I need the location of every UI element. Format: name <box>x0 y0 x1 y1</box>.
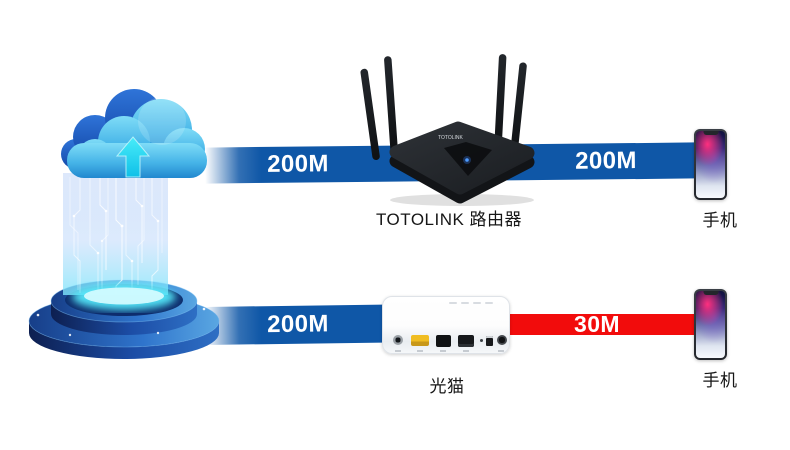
router-label: TOTOLINK 路由器 <box>375 210 523 229</box>
bottom-downlink-speed: 30M <box>574 311 620 337</box>
top-downlink-speed: 200M <box>575 147 637 175</box>
smartphone-top-icon <box>694 129 727 200</box>
modem-power-jack <box>497 335 507 345</box>
smartphone-screen <box>696 291 725 358</box>
phone-notch <box>703 131 718 135</box>
modem-vent <box>449 302 457 304</box>
modem-vent <box>473 302 481 304</box>
router-logo: TOTOLINK <box>438 135 463 141</box>
smartphone-screen <box>696 131 725 198</box>
port-label-mark <box>498 350 504 352</box>
bottom-uplink-speed: 200M <box>266 310 329 339</box>
smartphone-bottom-icon <box>694 289 727 360</box>
bottom-phone-label: 手机 <box>702 371 738 390</box>
port-label-mark <box>395 350 401 352</box>
modem-coax-port <box>393 335 403 345</box>
modem-label: 光猫 <box>429 377 465 396</box>
top-phone-label: 手机 <box>702 211 738 230</box>
modem-power-switch <box>486 336 493 346</box>
port-label-mark <box>440 350 446 352</box>
modem-vent <box>461 302 469 304</box>
modem-reset-button <box>480 339 483 342</box>
modem-body <box>382 296 510 354</box>
upload-arrow-icon <box>115 136 151 178</box>
modem-phone-port <box>411 335 429 346</box>
modem-fiber-port <box>436 335 451 347</box>
modem-vent <box>485 302 493 304</box>
phone-notch <box>703 291 718 295</box>
modem-icon <box>378 292 512 358</box>
port-label-mark <box>463 350 469 352</box>
router-icon: TOTOLINK <box>360 54 535 206</box>
port-label-mark <box>417 350 423 352</box>
bottom-downlink-bar: 30M <box>498 311 696 337</box>
modem-lan-port <box>458 335 474 347</box>
cloud-upload-pedestal-icon <box>28 89 220 359</box>
top-uplink-speed: 200M <box>267 150 329 178</box>
router-led <box>465 158 469 162</box>
